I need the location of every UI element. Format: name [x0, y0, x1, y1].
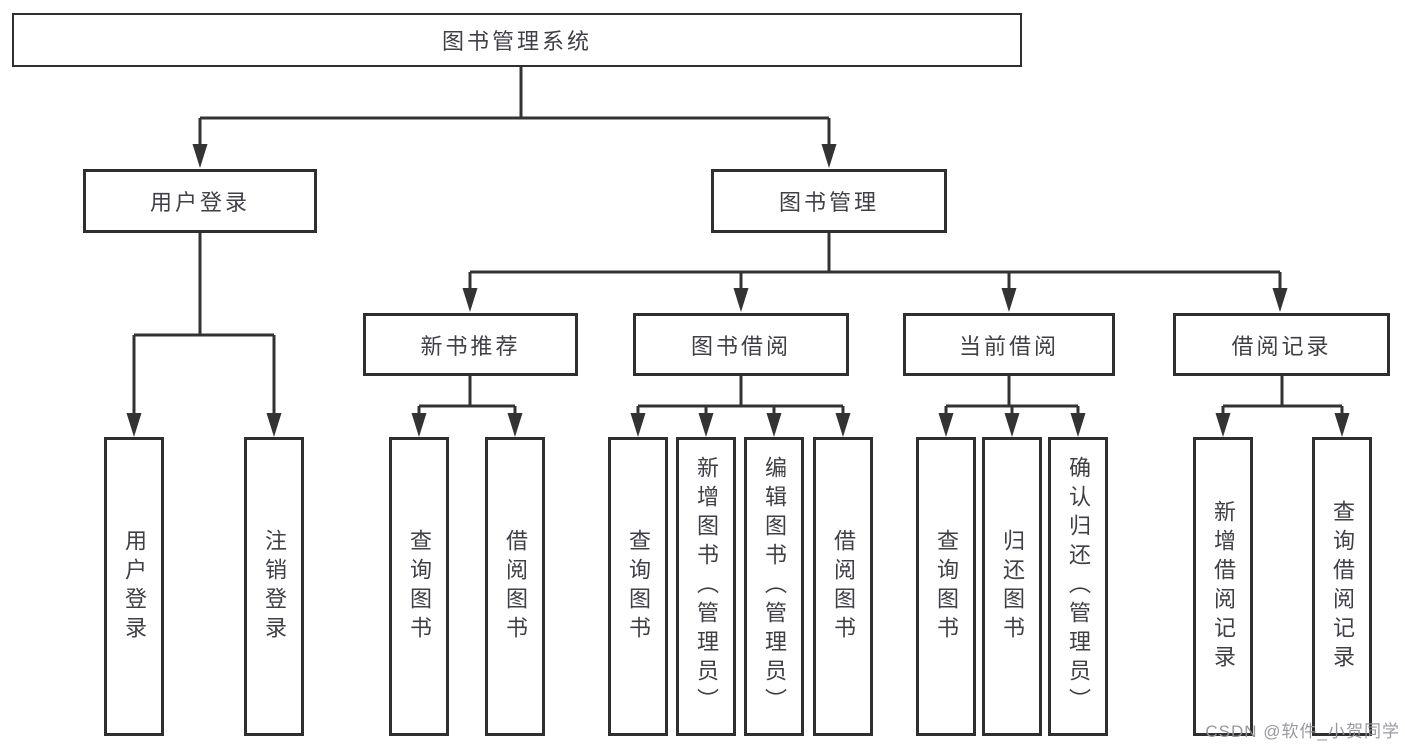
arrowhead [938, 413, 954, 437]
leaf-logout-label: 注销登录 [262, 528, 287, 645]
leaf-query-borrow-record-label: 查询借阅记录 [1330, 499, 1355, 674]
leaf-query-books-borrowing-label: 查询图书 [626, 528, 651, 645]
node-borrowing-records-label: 借阅记录 [1231, 333, 1332, 359]
leaf-query-books-recommend-label: 查询图书 [407, 528, 432, 645]
node-book-borrowing-label: 图书借阅 [690, 333, 791, 359]
leaf-add-book-admin: 新增图书（管理员） [676, 437, 736, 736]
arrowhead [698, 413, 714, 437]
node-borrowing-records: 借阅记录 [1173, 313, 1390, 376]
arrowhead [462, 288, 478, 312]
csdn-watermark: CSDN @软件_小贺同学 [1205, 722, 1400, 741]
leaf-query-books-recommend: 查询图书 [389, 437, 449, 736]
leaf-borrow-books-recommend-label: 借阅图书 [503, 528, 528, 645]
leaf-user-login-label: 用户登录 [122, 528, 147, 645]
connector-root-split [192, 66, 837, 168]
node-current-borrowing-label: 当前借阅 [958, 333, 1059, 359]
node-user-login: 用户登录 [83, 169, 317, 233]
arrowhead [1334, 413, 1350, 437]
node-new-book-recommend: 新书推荐 [363, 313, 578, 376]
arrowhead [411, 413, 427, 437]
arrowhead [507, 413, 523, 437]
node-book-management: 图书管理 [711, 169, 947, 233]
connector-book-borrow-split [630, 375, 851, 437]
leaf-borrow-books: 借阅图书 [813, 437, 873, 736]
arrowhead [835, 413, 851, 437]
arrowhead [126, 413, 142, 437]
node-book-management-label: 图书管理 [778, 190, 879, 215]
arrowhead [1004, 413, 1020, 437]
node-new-book-recommend-label: 新书推荐 [420, 333, 521, 359]
arrowhead [733, 288, 749, 312]
node-library-system-label: 图书管理系统 [441, 29, 592, 54]
arrowhead [1272, 288, 1288, 312]
leaf-query-books-current-label: 查询图书 [934, 528, 959, 645]
connector-user-login-split [126, 233, 282, 437]
leaf-edit-book-admin-label: 编辑图书（管理员） [762, 456, 787, 717]
node-library-system: 图书管理系统 [12, 13, 1022, 67]
arrowhead [192, 144, 208, 168]
node-user-login-label: 用户登录 [149, 190, 250, 215]
leaf-add-borrow-record-label: 新增借阅记录 [1211, 499, 1236, 674]
leaf-query-books-borrowing: 查询图书 [608, 437, 668, 736]
arrowhead [1001, 288, 1017, 312]
connector-borrow-records-split [1215, 375, 1350, 437]
arrowhead [266, 413, 282, 437]
leaf-logout: 注销登录 [244, 437, 304, 736]
connector-current-borrow-split [938, 375, 1086, 437]
leaf-borrow-books-label: 借阅图书 [831, 528, 856, 645]
leaf-borrow-books-recommend: 借阅图书 [485, 437, 545, 736]
leaf-query-books-current: 查询图书 [916, 437, 976, 736]
leaf-return-book-label: 归还图书 [1000, 528, 1025, 645]
leaf-add-borrow-record: 新增借阅记录 [1193, 437, 1253, 736]
leaf-confirm-return-admin: 确认归还（管理员） [1048, 437, 1108, 736]
arrowhead [821, 144, 837, 168]
arrowhead [766, 413, 782, 437]
leaf-edit-book-admin: 编辑图书（管理员） [744, 437, 804, 736]
leaf-confirm-return-admin-label: 确认归还（管理员） [1066, 456, 1091, 717]
leaf-query-borrow-record: 查询借阅记录 [1312, 437, 1372, 736]
connector-new-book-split [411, 375, 523, 437]
leaf-add-book-admin-label: 新增图书（管理员） [694, 456, 719, 717]
arrowhead [630, 413, 646, 437]
arrowhead [1215, 413, 1231, 437]
leaf-return-book: 归还图书 [982, 437, 1042, 736]
connector-book-management-split [462, 233, 1288, 312]
leaf-user-login: 用户登录 [104, 437, 164, 736]
node-current-borrowing: 当前借阅 [903, 313, 1115, 376]
node-book-borrowing: 图书借阅 [633, 313, 849, 376]
arrowhead [1070, 413, 1086, 437]
